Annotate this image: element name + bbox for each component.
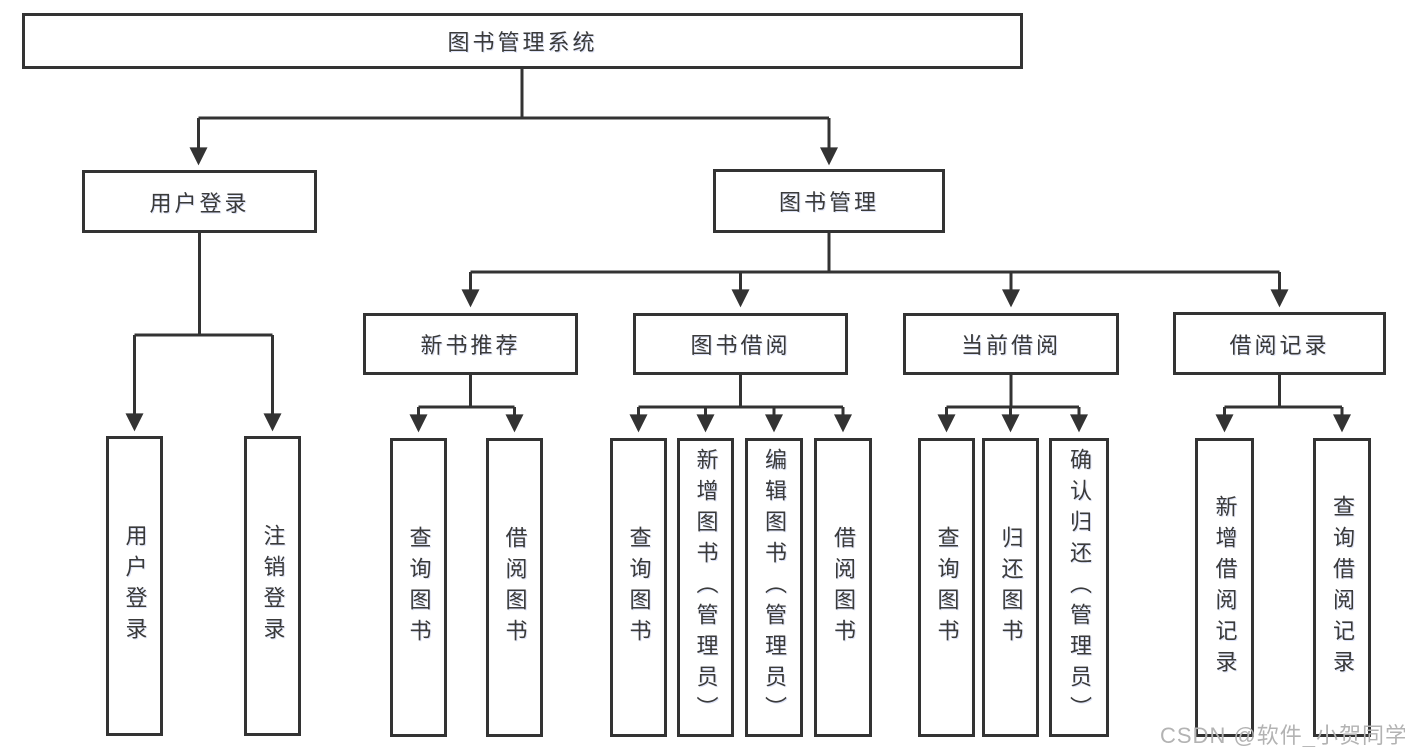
- node-user-login-branch-label: 用户登录: [149, 190, 250, 216]
- node-current-borrowing-label: 当前借阅: [960, 333, 1061, 358]
- node-query-books-current: 查询图书: [918, 438, 975, 737]
- node-new-book-recommend-label: 新书推荐: [420, 333, 521, 358]
- node-return-books-label: 归还图书: [998, 525, 1024, 650]
- node-add-books-admin-label: 新增图书（管理员）: [693, 448, 719, 727]
- node-query-books-borrowing: 查询图书: [610, 438, 667, 737]
- node-borrow-books-recommend: 借阅图书: [486, 438, 543, 737]
- node-edit-books-admin-label: 编辑图书（管理员）: [762, 448, 787, 727]
- node-query-borrow-record-label: 查询借阅记录: [1330, 494, 1355, 681]
- node-query-books-borrowing-label: 查询图书: [626, 525, 652, 650]
- node-edit-books-admin: 编辑图书（管理员）: [745, 438, 803, 737]
- node-logout: 注销登录: [244, 436, 301, 736]
- node-logout-label: 注销登录: [260, 524, 286, 648]
- node-library-system: 图书管理系统: [22, 13, 1023, 69]
- node-borrow-records-label: 借阅记录: [1229, 332, 1330, 358]
- node-book-borrowing-label: 图书借阅: [690, 333, 791, 358]
- node-user-login: 用户登录: [106, 436, 163, 736]
- node-new-book-recommend: 新书推荐: [363, 313, 578, 375]
- node-user-login-label: 用户登录: [122, 524, 148, 648]
- node-query-books-recommend: 查询图书: [390, 438, 447, 737]
- node-borrow-books-recommend-label: 借阅图书: [502, 525, 528, 650]
- node-add-borrow-record: 新增借阅记录: [1195, 438, 1254, 737]
- watermark: CSDN @软件_小贺同学: [1160, 723, 1405, 747]
- node-book-management-label: 图书管理: [778, 190, 879, 215]
- node-query-books-recommend-label: 查询图书: [406, 525, 432, 650]
- node-query-books-current-label: 查询图书: [934, 525, 960, 650]
- node-book-borrowing: 图书借阅: [633, 313, 848, 375]
- node-confirm-return-admin-label: 确认归还（管理员）: [1067, 448, 1092, 727]
- node-return-books: 归还图书: [982, 438, 1039, 737]
- node-book-management: 图书管理: [713, 169, 945, 233]
- node-confirm-return-admin: 确认归还（管理员）: [1049, 438, 1109, 737]
- node-query-borrow-record: 查询借阅记录: [1313, 438, 1371, 737]
- node-borrow-books: 借阅图书: [814, 438, 872, 737]
- node-user-login-branch: 用户登录: [82, 170, 317, 233]
- node-add-borrow-record-label: 新增借阅记录: [1212, 494, 1238, 681]
- node-add-books-admin: 新增图书（管理员）: [677, 438, 734, 737]
- node-borrow-books-label: 借阅图书: [831, 525, 856, 650]
- node-library-system-label: 图书管理系统: [447, 30, 598, 55]
- node-borrow-records: 借阅记录: [1173, 312, 1386, 375]
- node-current-borrowing: 当前借阅: [903, 313, 1119, 375]
